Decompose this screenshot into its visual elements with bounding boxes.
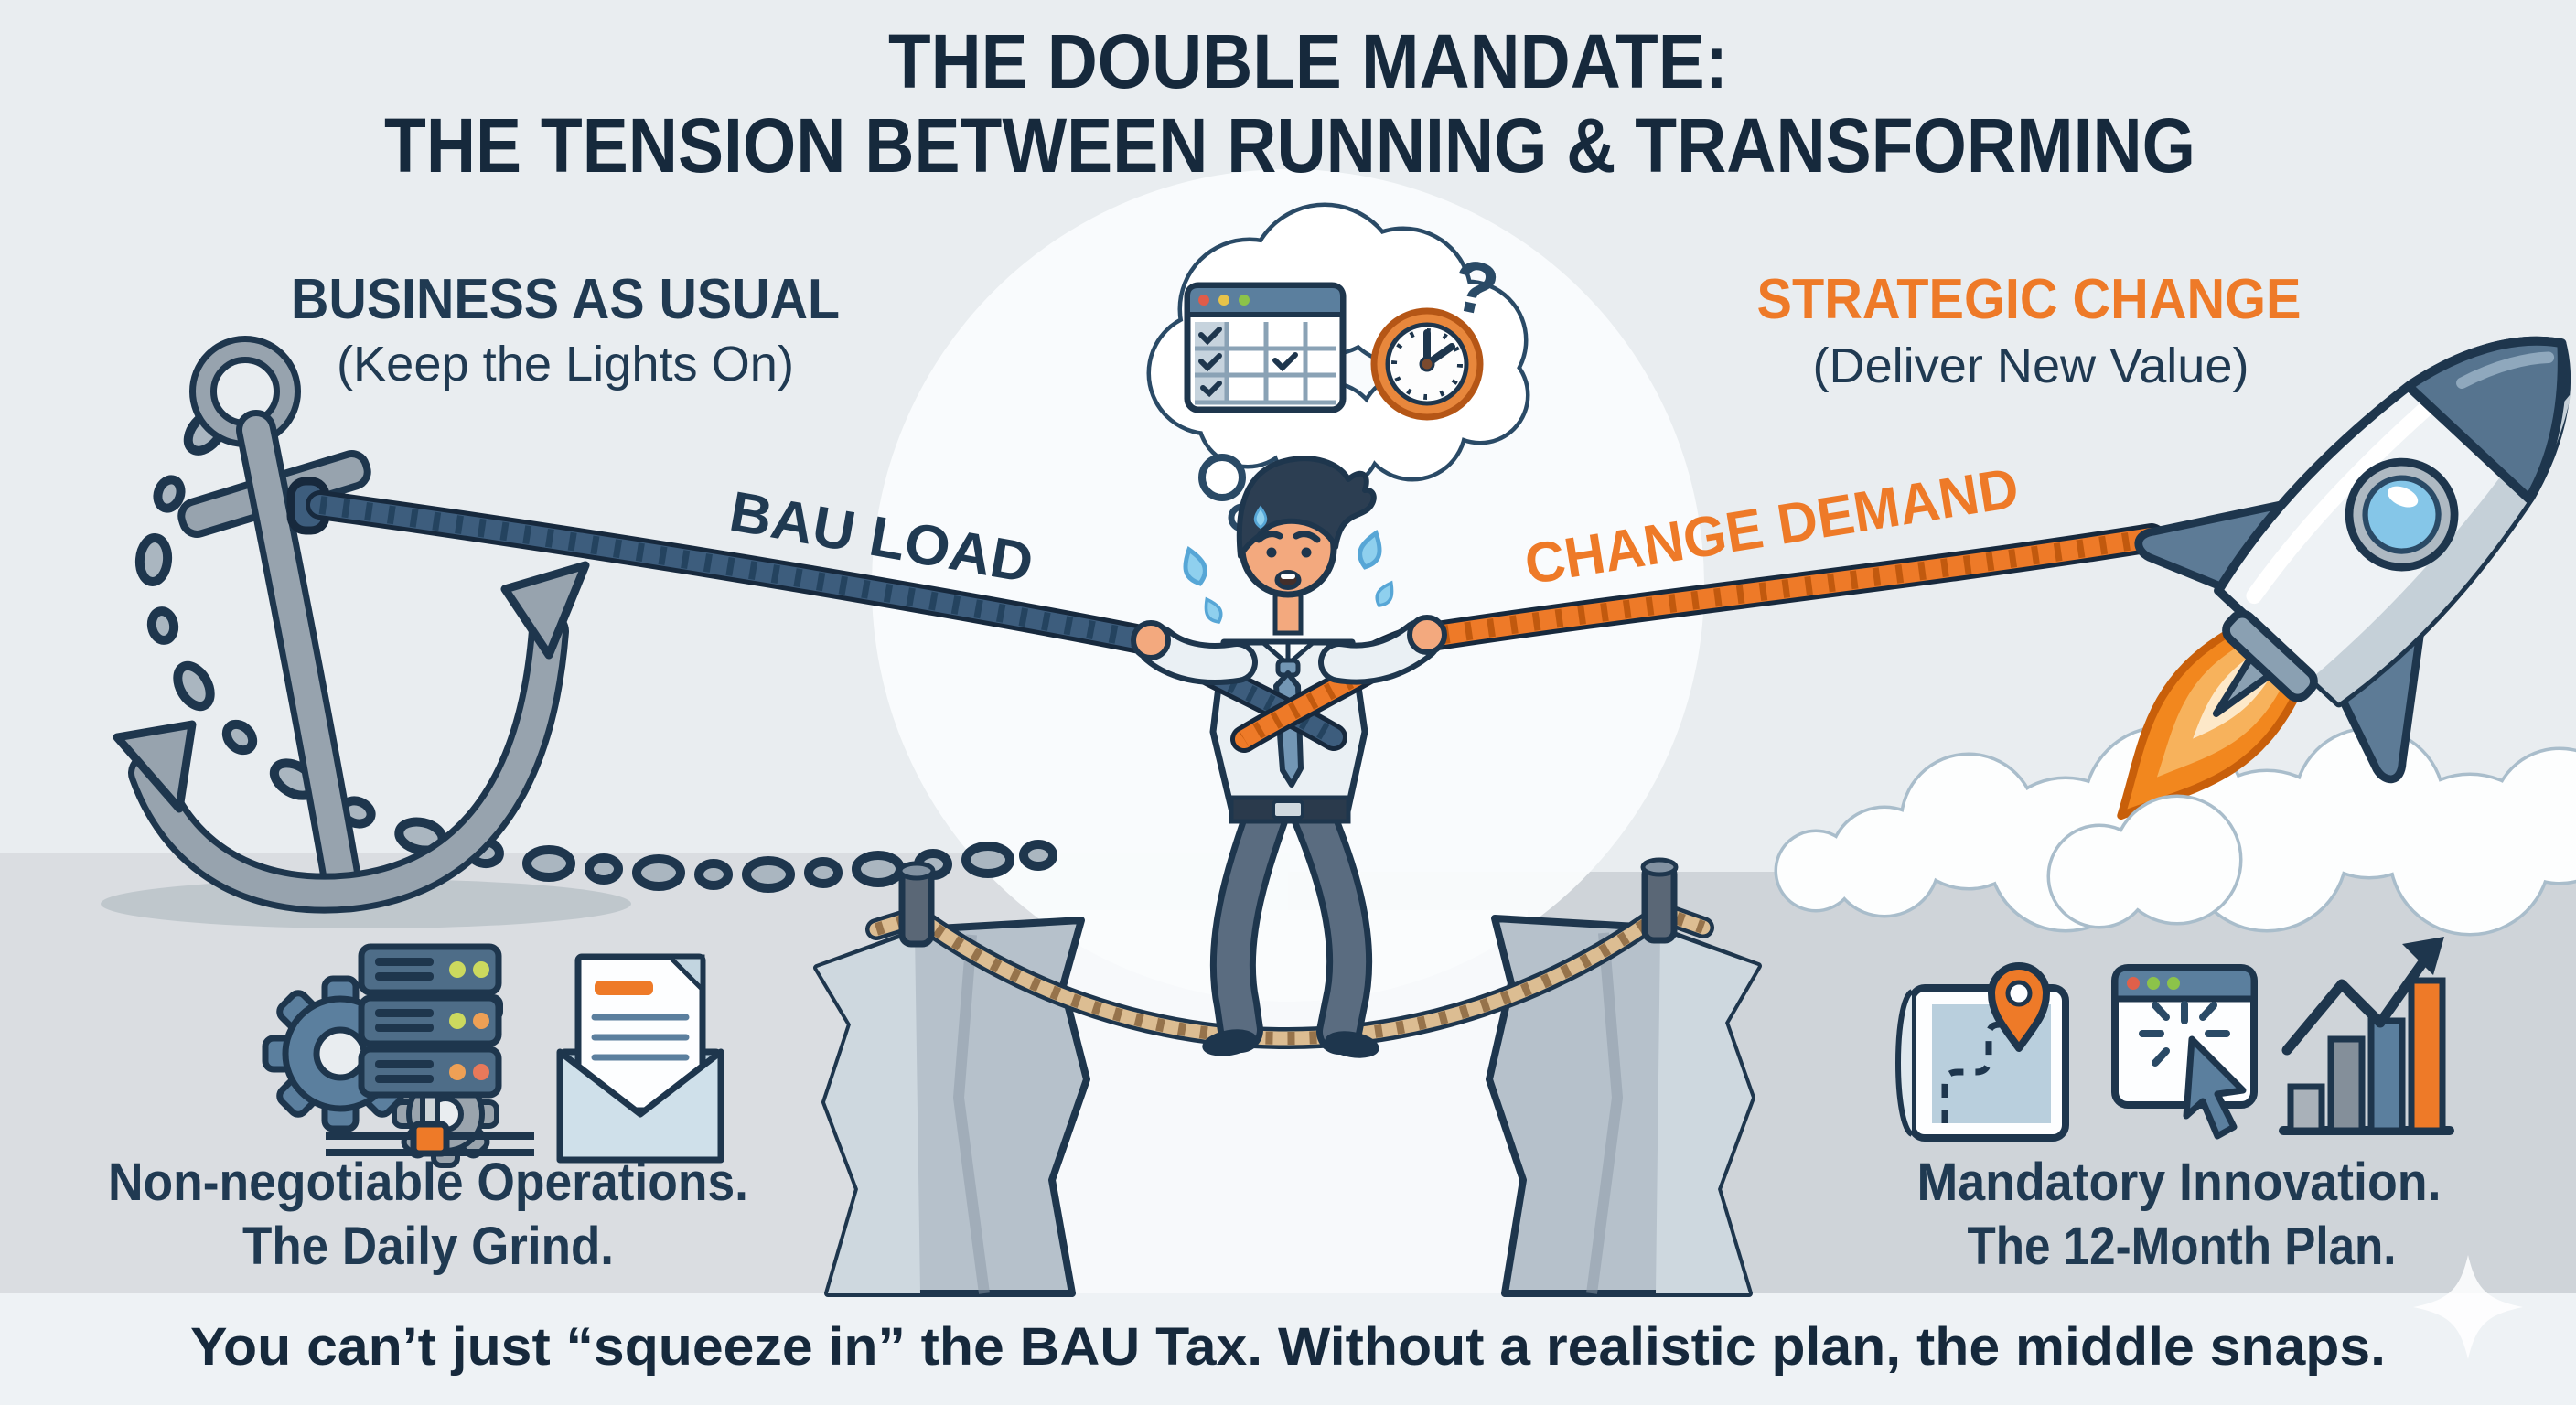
right-hand: [1407, 615, 1447, 655]
clock-icon: [1370, 307, 1484, 421]
left-shoe: [1202, 1029, 1257, 1056]
browser-click-icon: [2111, 964, 2258, 1140]
change-caption-line-1: Mandatory Innovation.: [1917, 1153, 2442, 1212]
change-subheading: (Deliver New Value): [1813, 338, 2249, 393]
change-heading: STRATEGIC CHANGE: [1757, 268, 2302, 331]
title-line-2: THE TENSION BETWEEN RUNNING & TRANSFORMI…: [384, 102, 2195, 188]
right-rope-post: [1640, 857, 1679, 944]
change-caption-line-2: The 12-Month Plan.: [1968, 1217, 2397, 1276]
left-hand: [1131, 620, 1171, 660]
map-pin: [1988, 962, 2050, 1052]
left-rope-post: [897, 861, 936, 948]
anchor-icon: [101, 336, 1057, 928]
right-cliff: [1486, 915, 1762, 1297]
bau-subheading: (Keep the Lights On): [337, 337, 794, 391]
growth-chart-icon: [2279, 937, 2454, 1135]
server-rack-icon: [326, 943, 534, 1157]
bau-caption-line-2: The Daily Grind.: [242, 1217, 614, 1276]
tightrope: [865, 900, 1714, 1049]
sparkle-icon: [2413, 1255, 2523, 1359]
letter: [574, 953, 706, 1114]
worried-businessman: [1131, 456, 1447, 1058]
hair: [1236, 456, 1377, 559]
rocket-window: [2345, 457, 2459, 572]
bau-heading: BUSINESS AS USUAL: [291, 268, 840, 331]
belt-buckle: [1272, 799, 1304, 820]
rocket-icon: [2117, 336, 2571, 820]
bau-caption-line-1: Non-negotiable Operations.: [108, 1153, 748, 1212]
sweat-drops: [1183, 505, 1394, 624]
cursor-arrow: [2183, 1035, 2247, 1140]
footer-takeaway: You can’t just “squeeze in” the BAU Tax.…: [190, 1317, 2386, 1377]
roadmap-icon: [1895, 962, 2069, 1142]
front-clouds: [2046, 794, 2243, 929]
right-shoe: [1325, 1031, 1379, 1058]
left-cliff: [813, 917, 1090, 1297]
envelope-icon: [556, 953, 724, 1164]
calendar-icon: [1184, 282, 1347, 413]
title-line-1: THE DOUBLE MANDATE:: [888, 18, 1728, 104]
footer-band: [0, 1293, 2576, 1405]
bubble-trail-large: [1198, 454, 1246, 501]
